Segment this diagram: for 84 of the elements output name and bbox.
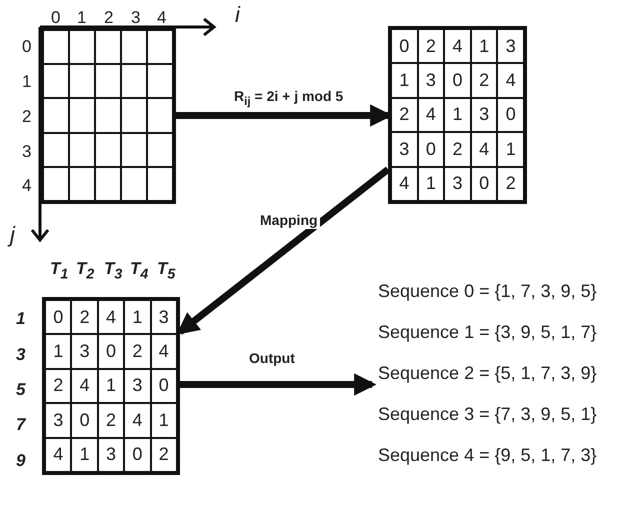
matrix-cell: 1 [418,166,444,201]
edge-label: R$_{ij}$ = 2i + j mod 5 [232,88,346,110]
matrix-cell: 2 [418,29,444,64]
matrix-cell: 1 [150,403,177,438]
matrix-cell: 2 [391,98,418,132]
matrix-cell: 3 [98,438,124,472]
axis-tick-label: 0 [51,9,60,26]
matrix-cell: 4 [391,166,418,201]
axis-tick-label: 4 [157,9,166,26]
matrix-cell: 0 [444,63,471,98]
matrix-cell: 0 [45,300,72,334]
sequence-text: Sequence 0 = {1, 7, 3, 9, 5} [378,282,597,300]
edge-label: Output [247,350,297,368]
axis-tick-label: 1 [22,73,32,90]
matrix-cell: 3 [150,300,177,334]
matrix-cell: 3 [470,98,498,132]
matrix-cell: 3 [497,29,524,64]
matrix-cell: 4 [444,29,471,64]
column-header: T$_{3}$ [104,260,122,282]
column-header: T$_{4}$ [130,260,148,282]
matrix-cell: 2 [444,132,471,167]
axis-label: j [10,224,15,246]
axis-tick-label: 3 [131,9,140,26]
matrix-cell: 0 [418,132,444,167]
number-grid [388,26,527,204]
sequence-text: Sequence 1 = {3, 9, 5, 1, 7} [378,323,597,341]
matrix-cell: 4 [98,300,124,334]
empty-grid [40,27,176,204]
axis-label: i [235,4,240,26]
row-label: 1 [16,310,26,327]
matrix-cell: 4 [45,438,72,472]
axis-tick-label: 2 [22,108,32,125]
matrix-cell: 0 [150,368,177,404]
matrix-cell: 1 [71,438,98,472]
column-header: T$_{2}$ [76,260,94,282]
matrix-cell: 4 [71,368,98,404]
axis-tick-label: 1 [77,9,86,26]
row-label: 9 [16,452,26,469]
row-label: 3 [16,346,26,363]
matrix-cell: 3 [71,334,98,369]
axis-tick-label: 3 [22,143,32,160]
matrix-cell: 0 [391,29,418,64]
row-label: 7 [16,416,26,433]
matrix-cell: 2 [71,300,98,334]
matrix-cell: 4 [470,132,498,167]
matrix-cell: 0 [124,438,151,472]
matrix-cell: 1 [124,300,151,334]
column-header: T$_{5}$ [157,260,176,282]
matrix-cell: 0 [98,334,124,369]
matrix-cell: 2 [497,166,524,201]
matrix-cell: 3 [444,166,471,201]
matrix-cell: 2 [45,368,72,404]
matrix-cell: 2 [124,334,151,369]
matrix-cell: 3 [45,403,72,438]
matrix-cell: 1 [497,132,524,167]
matrix-cell: 2 [98,403,124,438]
matrix-cell: 0 [71,403,98,438]
matrix-cell: 0 [497,98,524,132]
matrix-cell: 4 [150,334,177,369]
matrix-cell: 1 [45,334,72,369]
matrix-cell: 2 [470,63,498,98]
matrix-cell: 4 [124,403,151,438]
axis-tick-label: 4 [22,177,32,194]
number-grid [42,297,180,475]
matrix-cell: 1 [98,368,124,404]
matrix-cell: 2 [150,438,177,472]
row-label: 5 [16,381,26,398]
matrix-cell: 3 [124,368,151,404]
sequence-text: Sequence 2 = {5, 1, 7, 3, 9} [378,364,597,382]
arrow [180,373,376,396]
column-header: T$_{1}$ [50,260,68,282]
sequence-text: Sequence 4 = {9, 5, 1, 7, 3} [378,446,597,464]
matrix-cell: 1 [391,63,418,98]
axis-tick-label: 0 [22,38,32,55]
matrix-cell: 3 [391,132,418,167]
axis-tick-label: 2 [104,9,114,26]
matrix-cell: 1 [470,29,498,64]
matrix-cell: 4 [497,63,524,98]
matrix-cell: 0 [470,166,498,201]
sequence-text: Sequence 3 = {7, 3, 9, 5, 1} [378,405,597,423]
matrix-cell: 3 [418,63,444,98]
matrix-cell: 4 [418,98,444,132]
edge-label: Mapping [258,212,320,230]
matrix-cell: 1 [444,98,471,132]
